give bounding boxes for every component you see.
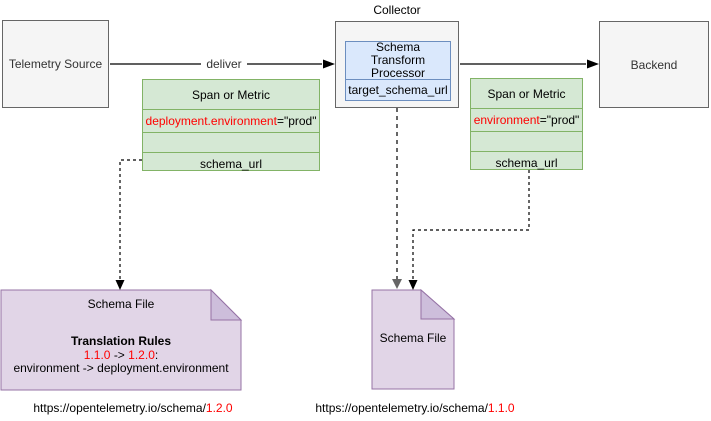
schema-file-left-rules: Translation Rules 1.1.0 -> 1.2.0: enviro… — [0, 334, 242, 376]
translation-rules-heading: Translation Rules — [70, 334, 172, 348]
collector-backend-arrow-head — [587, 59, 599, 69]
attribute-key: environment — [473, 113, 540, 127]
backend-node: Backend — [599, 21, 709, 108]
span-metric-table-left: Span or Metric deployment.environment="p… — [142, 79, 320, 171]
url-base: https://opentelemetry.io/schema/ — [315, 401, 488, 415]
version-colon: : — [154, 347, 159, 362]
attribute-value: ="prod" — [539, 113, 580, 127]
backend-label: Backend — [630, 57, 678, 72]
schema-url-right-connector — [412, 170, 530, 281]
schema-transform-processor-node: Schema Transform Processor target_schema… — [345, 41, 451, 101]
attribute-value: ="prod" — [276, 114, 317, 128]
schema-url-right-text: https://opentelemetry.io/schema/1.1.0 — [305, 401, 525, 415]
url-version: 1.1.0 — [487, 401, 515, 415]
target-schema-url-connector-head — [392, 279, 402, 289]
attribute-key: deployment.environment — [145, 114, 277, 128]
collector-label: Collector — [373, 3, 421, 17]
schema-transform-processor-title: Schema Transform Processor — [370, 40, 426, 80]
deliver-arrow-head — [323, 59, 335, 69]
schema-file-right-title: Schema File — [379, 331, 447, 345]
version-to: 1.2.0 — [128, 347, 155, 362]
deliver-edge-label: deliver — [201, 57, 247, 71]
span-metric-left-empty-row — [143, 132, 319, 152]
span-metric-right-empty-row — [471, 131, 582, 151]
schema-url-right-connector-head — [408, 280, 418, 290]
version-from: 1.1.0 — [83, 347, 111, 362]
url-version: 1.2.0 — [205, 401, 233, 415]
target-schema-url-field: target_schema_url — [346, 79, 450, 100]
schema-url-left-connector — [119, 159, 142, 281]
telemetry-source-label: Telemetry Source — [8, 57, 103, 71]
span-metric-left-header: Span or Metric — [191, 87, 271, 102]
span-metric-right-attribute-row: environment="prod" — [471, 108, 582, 131]
schema-file-right-fold — [420, 288, 456, 320]
version-arrow: -> — [113, 347, 125, 362]
rename-rule-line: environment -> deployment.environment — [13, 361, 229, 375]
url-base: https://opentelemetry.io/schema/ — [33, 401, 206, 415]
span-metric-left-attribute-row: deployment.environment="prod" — [143, 109, 319, 132]
schema-file-left-title: Schema File — [87, 297, 155, 311]
schema-file-left-shape — [0, 289, 242, 391]
span-metric-right-header: Span or Metric — [487, 86, 566, 101]
span-metric-left-schema-url-row: schema_url — [143, 152, 319, 174]
span-metric-table-right: Span or Metric environment="prod" schema… — [470, 78, 583, 170]
schema-url-left-text: https://opentelemetry.io/schema/1.2.0 — [13, 401, 253, 415]
version-map-line: 1.1.0 -> 1.2.0: — [0, 347, 242, 363]
span-metric-right-schema-url-row: schema_url — [471, 151, 582, 173]
schema-file-left-fold — [210, 288, 243, 321]
schema-url-left-connector-head — [115, 280, 125, 290]
telemetry-source-node: Telemetry Source — [2, 20, 109, 108]
